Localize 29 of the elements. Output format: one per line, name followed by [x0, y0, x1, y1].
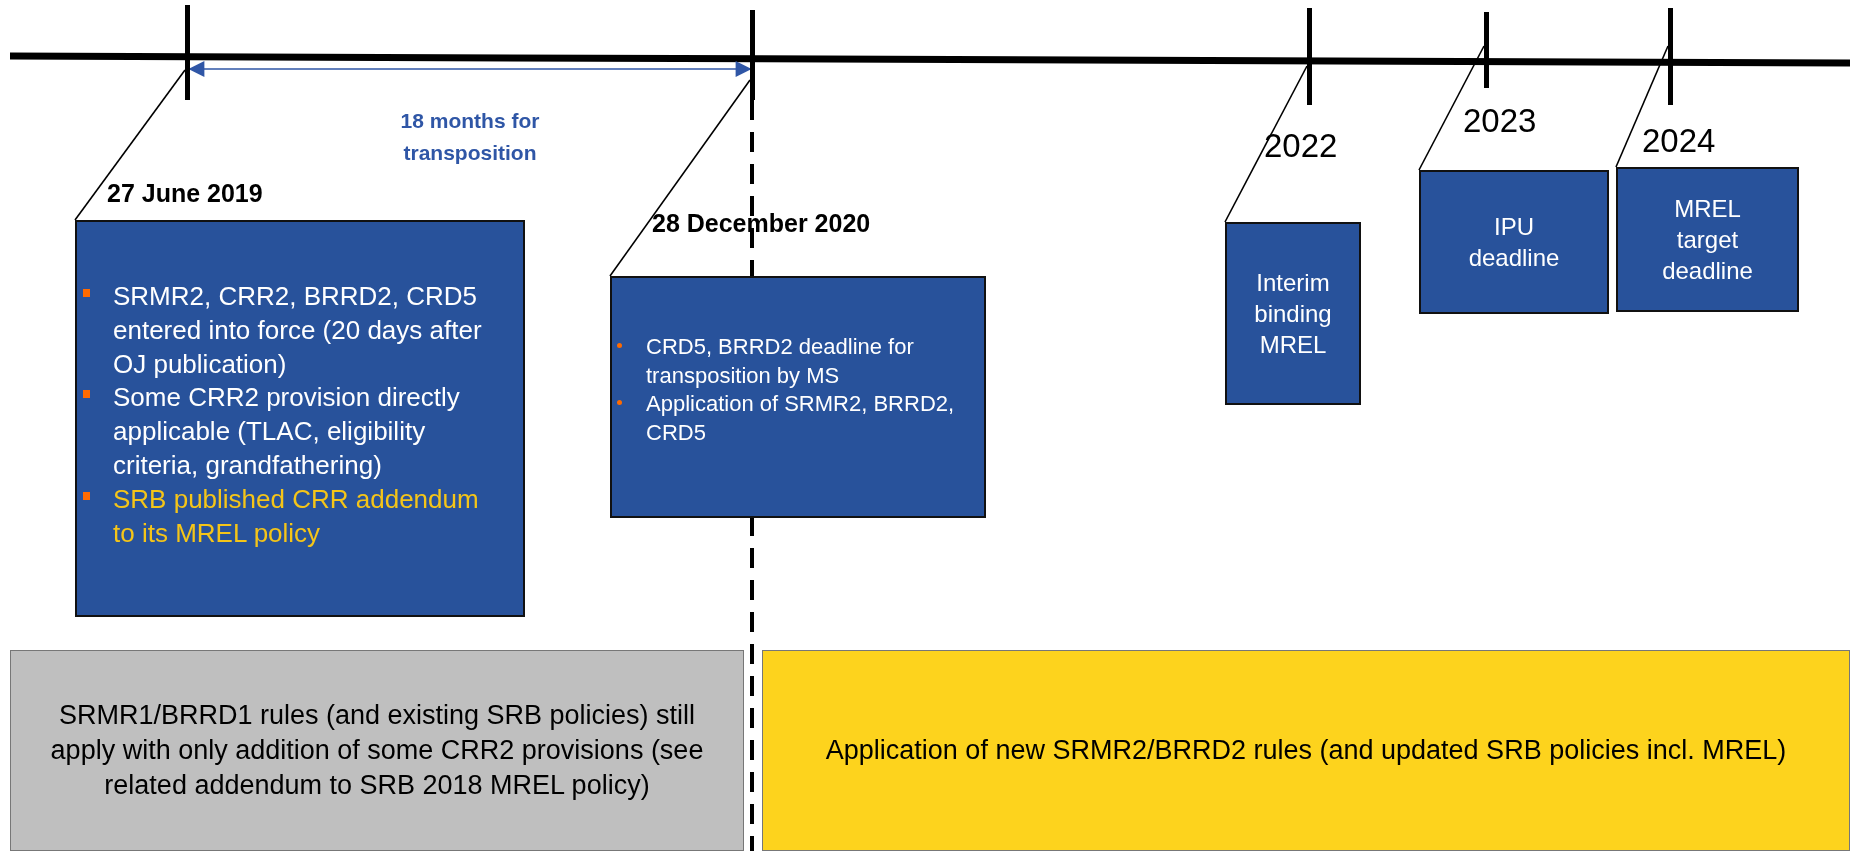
timeline-tick: [1307, 8, 1312, 105]
leader-line: [609, 79, 751, 277]
leader-line: [1418, 45, 1485, 171]
phase-box: [762, 650, 1850, 851]
edge-label: 18 months for transposition: [399, 108, 541, 166]
box-text: Application of new SRMR2/BRRD2 rules (and updated SRB policies incl. MREL): [825, 733, 1787, 767]
box-text: MREL target deadline: [1661, 193, 1754, 287]
timeline-tick: [1484, 12, 1489, 88]
timeline-tick: [1668, 8, 1673, 105]
date-label: 2023: [1463, 102, 1537, 140]
timeline-tick: [750, 10, 755, 100]
date-label: 28 December 2020: [652, 208, 871, 239]
bullet-text: SRB published CRR addendum to its MREL policy: [113, 482, 499, 551]
box-text: Interim binding MREL: [1253, 267, 1333, 361]
phase-box: [10, 650, 744, 851]
bullet-text: SRMR2, CRR2, BRRD2, CRD5 entered into force (20 days after OJ publication): [113, 280, 499, 382]
box-text: SRMR1/BRRD1 rules (and existing SRB policies) still apply with only addition of some CRR2 provisions (see related addendum to SRB 2018 MREL policy): [49, 698, 705, 803]
leader-line: [74, 69, 186, 221]
double-arrow: [188, 61, 752, 77]
timeline-tick: [185, 5, 190, 100]
leader-line: [1615, 45, 1669, 168]
bullet-text: Application of SRMR2, BRRD2, CRD5: [646, 390, 974, 448]
date-label: 2022: [1264, 127, 1338, 165]
date-label: 27 June 2019: [107, 178, 263, 209]
box-text: IPU deadline: [1468, 211, 1560, 273]
bullet-text: Some CRR2 provision directly applicable (TLAC, eligibility criteria, grandfathering): [113, 381, 499, 483]
date-label: 2024: [1642, 122, 1716, 160]
bullet-text: CRD5, BRRD2 deadline for transposition by MS: [646, 333, 974, 391]
leader-line: [1224, 65, 1308, 223]
